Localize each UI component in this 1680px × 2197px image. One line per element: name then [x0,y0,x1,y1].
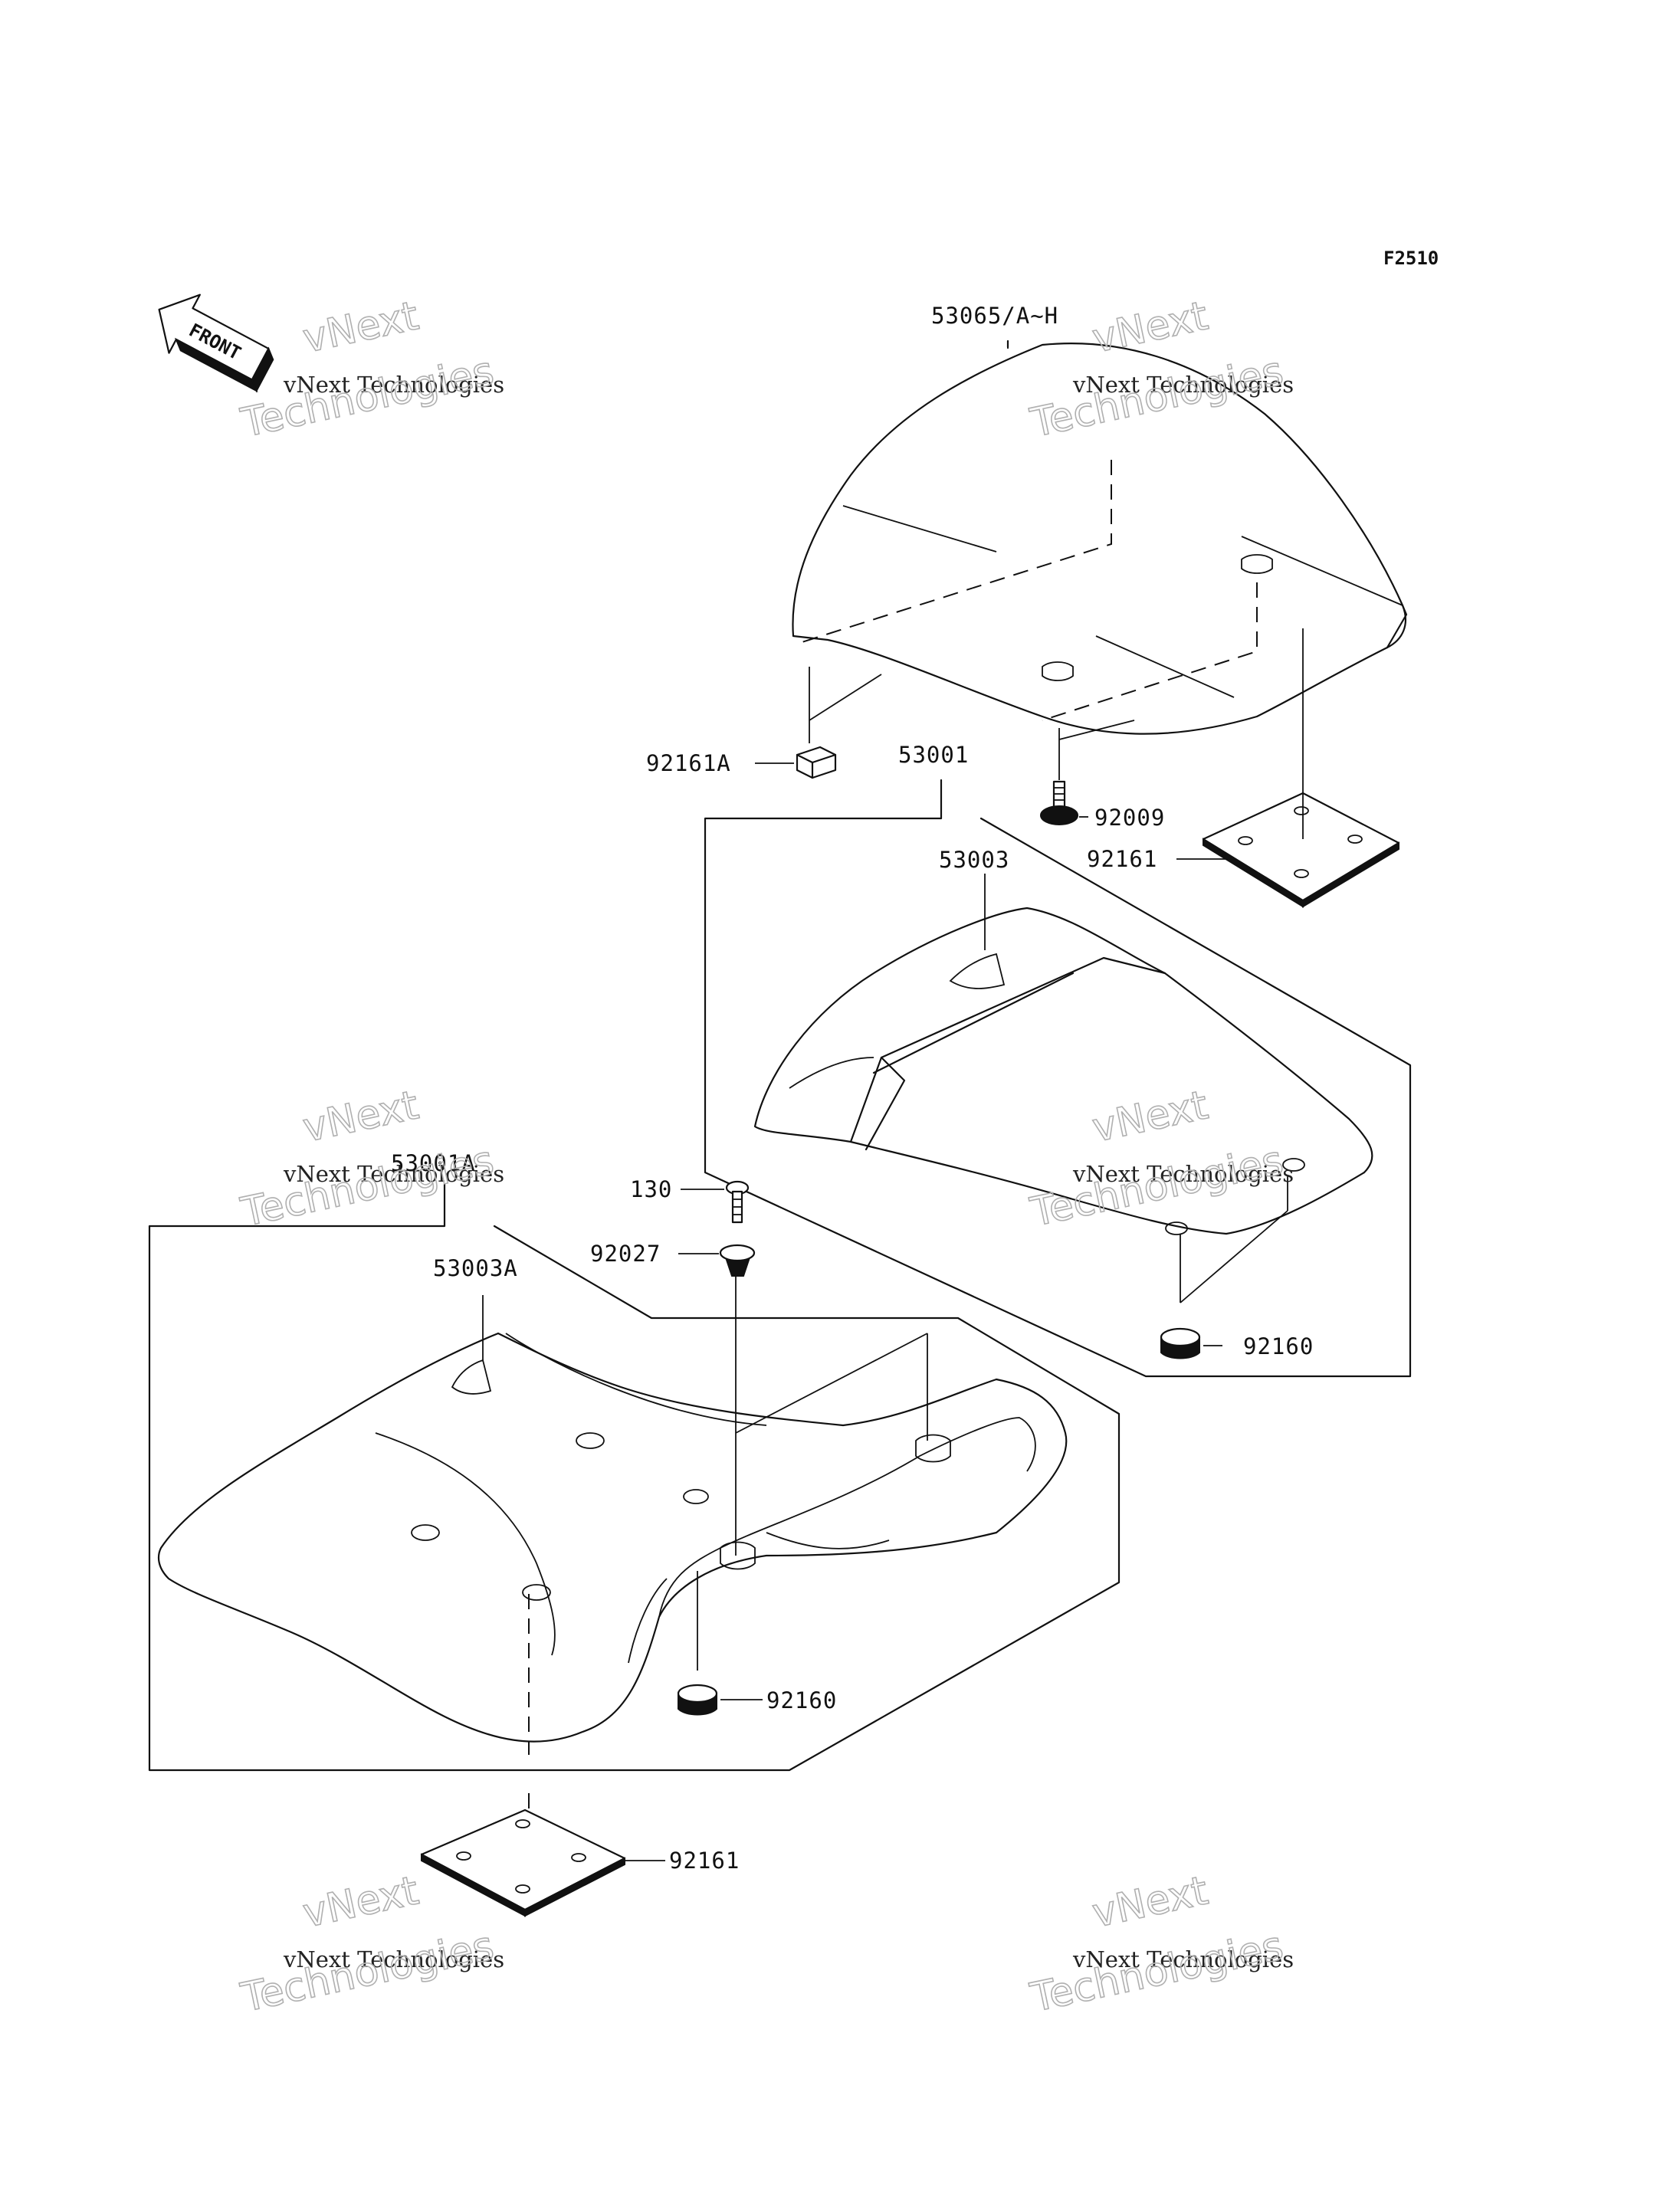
figure-code: F2510 [1383,248,1439,269]
part-label-92009: 92009 [1094,805,1165,831]
pad-92161-lower [420,1808,626,1917]
part-label-92160-lower: 92160 [766,1687,837,1713]
screw-130 [725,1180,750,1224]
pad-92161-upper [1202,792,1400,908]
watermark-text: vNext Technologies [1072,1946,1294,1972]
watermark-brand-name: Technologies [1026,349,1287,447]
watermark: vNext vNext Technologies Technologies [236,1082,504,1237]
collar-92027 [719,1244,756,1277]
seat-cover-upper [792,343,1408,735]
watermark-brand: vNext [299,1867,422,1936]
bolt-92009 [1040,780,1078,825]
watermark-brand: vNext [299,1082,422,1151]
watermark-brand: vNext [299,293,422,362]
watermark-text: vNext Technologies [1072,1161,1294,1187]
part-label-92027: 92027 [590,1241,661,1267]
watermark-brand: vNext [1088,1867,1212,1936]
watermark: vNext vNext Technologies Technologies [236,1867,504,2022]
watermark: vNext vNext Technologies Technologies [1025,293,1294,448]
watermark-brand-name: Technologies [237,1923,497,2022]
watermark-text: vNext Technologies [283,1946,504,1972]
part-label-92161A: 92161A [646,750,731,776]
watermark-text: vNext Technologies [1072,372,1294,398]
watermark-brand-name: Technologies [1026,1923,1287,2022]
part-label-53003: 53003 [939,847,1009,873]
seat-53003A [157,1332,1068,1743]
part-label-53003A: 53003A [433,1255,518,1281]
part-label-92160-upper: 92160 [1243,1333,1314,1359]
grommet-92160-lower [677,1684,718,1716]
watermark: vNext vNext Technologies Technologies [1025,1867,1294,2022]
rubber-block-92161A [796,746,837,779]
part-label-130: 130 [630,1176,672,1202]
front-arrow-icon: FRONT [158,293,274,393]
watermark: vNext vNext Technologies Technologies [1025,1082,1294,1237]
part-label-92161-upper: 92161 [1087,846,1157,872]
part-label-53001A: 53001A [391,1150,476,1176]
watermark-brand: vNext [1088,293,1212,362]
watermark-text: vNext Technologies [283,1161,504,1187]
watermark-brand: vNext [1088,1082,1212,1151]
watermark: vNext vNext Technologies Technologies [236,293,504,448]
part-label-92161-lower: 92161 [669,1848,740,1874]
part-label-53065: 53065/A~H [931,303,1058,329]
watermark-brand-name: Technologies [237,1138,497,1236]
part-label-53001: 53001 [898,742,969,768]
watermark-text: vNext Technologies [283,372,504,398]
watermark-brand-name: Technologies [237,349,497,447]
grommet-92160-upper [1160,1327,1201,1359]
seat-53003 [753,907,1373,1235]
